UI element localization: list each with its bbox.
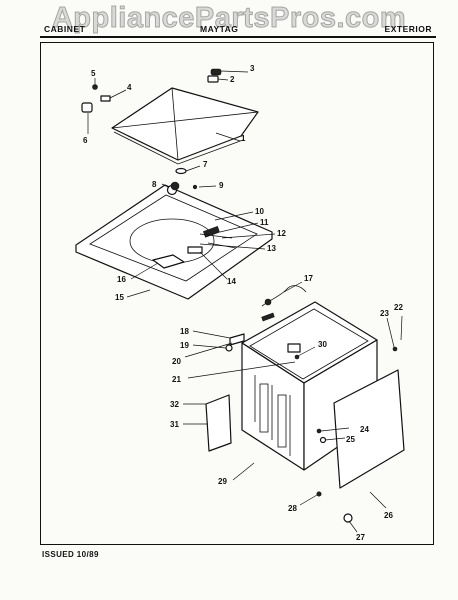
wire-harness-part <box>261 285 307 322</box>
callout-10: 10 <box>255 207 264 216</box>
callout-16: 16 <box>117 275 126 284</box>
callout-15: 15 <box>115 293 124 302</box>
callout-27: 27 <box>356 533 365 542</box>
diagram-frame <box>40 42 434 545</box>
callout-13: 13 <box>267 244 276 253</box>
callout-22: 22 <box>394 303 403 312</box>
callout-26: 26 <box>384 511 393 520</box>
callout-2: 2 <box>230 75 235 84</box>
callout-30: 30 <box>318 340 327 349</box>
callout-1: 1 <box>241 134 246 143</box>
callout-29: 29 <box>218 477 227 486</box>
callout-18: 18 <box>180 327 189 336</box>
callout-20: 20 <box>172 357 181 366</box>
callout-9: 9 <box>219 181 224 190</box>
callout-6: 6 <box>83 136 88 145</box>
cabinet-top-part <box>75 181 273 300</box>
callout-14: 14 <box>227 277 236 286</box>
callout-12: 12 <box>277 229 286 238</box>
leader-lines <box>87 70 403 533</box>
callout-3: 3 <box>250 64 255 73</box>
callout-11: 11 <box>260 218 269 227</box>
callout-4: 4 <box>127 83 132 92</box>
callout-19: 19 <box>180 341 189 350</box>
callout-31: 31 <box>170 420 179 429</box>
lid-part <box>111 87 259 165</box>
fastener-parts <box>225 333 398 523</box>
header-page-title: EXTERIOR <box>384 24 432 34</box>
issue-date-footer: ISSUED 10/89 <box>42 550 99 559</box>
callout-8: 8 <box>152 180 157 189</box>
callout-21: 21 <box>172 375 181 384</box>
callout-labels: 1 2 3 4 5 6 7 8 9 10 11 12 13 14 15 16 1… <box>83 64 403 542</box>
header-brand-label: MAYTAG <box>200 24 239 34</box>
header-section-label: CABINET <box>44 24 86 34</box>
callout-25: 25 <box>346 435 355 444</box>
header-rule <box>40 36 436 38</box>
callout-32: 32 <box>170 400 179 409</box>
callout-5: 5 <box>91 69 96 78</box>
side-panel-part <box>333 369 405 489</box>
callout-24: 24 <box>360 425 369 434</box>
callout-23: 23 <box>380 309 389 318</box>
callout-17: 17 <box>304 274 313 283</box>
service-panel-part <box>205 394 232 452</box>
callout-28: 28 <box>288 504 297 513</box>
watermark-logo: AppliancePartsPros.com <box>51 2 407 35</box>
callout-7: 7 <box>203 160 208 169</box>
